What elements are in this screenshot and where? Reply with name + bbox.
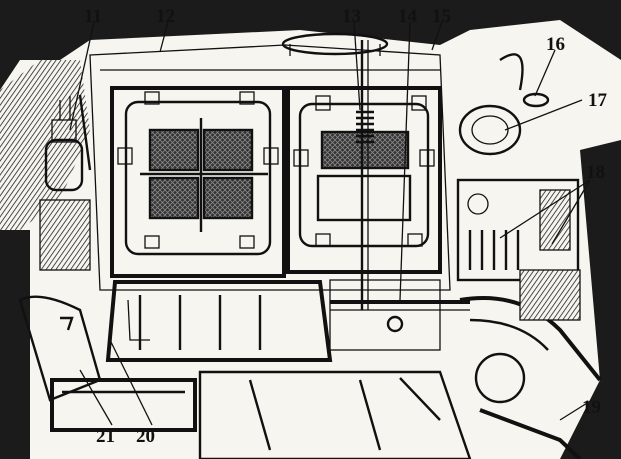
label-19: 19 (582, 397, 601, 418)
label-14: 14 (398, 6, 418, 27)
label-17: 17 (588, 90, 608, 111)
storage-box (18, 295, 197, 432)
label-21: 21 (96, 426, 115, 447)
left-access-panel (110, 86, 286, 278)
rear-bulkhead (89, 44, 451, 291)
label-13: 13 (342, 6, 361, 27)
label-18: 18 (586, 162, 605, 183)
label-15: 15 (432, 6, 451, 27)
right-access-panel (286, 86, 442, 274)
label-12: 12 (156, 6, 175, 27)
roof-hatch (281, 32, 389, 56)
floor-hatch (105, 280, 333, 362)
floor-plates (198, 370, 472, 459)
gearbox-assembly (459, 269, 602, 459)
leader-lines (69, 21, 593, 426)
spring-rod (356, 40, 374, 310)
right-side-equipment (456, 53, 580, 282)
label-16: 16 (546, 34, 565, 55)
control-linkage (329, 279, 470, 351)
callout-labels: 11 12 13 14 15 16 17 18 19 20 21 (84, 6, 608, 447)
filter-canister (39, 94, 92, 271)
label-11: 11 (84, 6, 102, 27)
label-20: 20 (136, 426, 155, 447)
